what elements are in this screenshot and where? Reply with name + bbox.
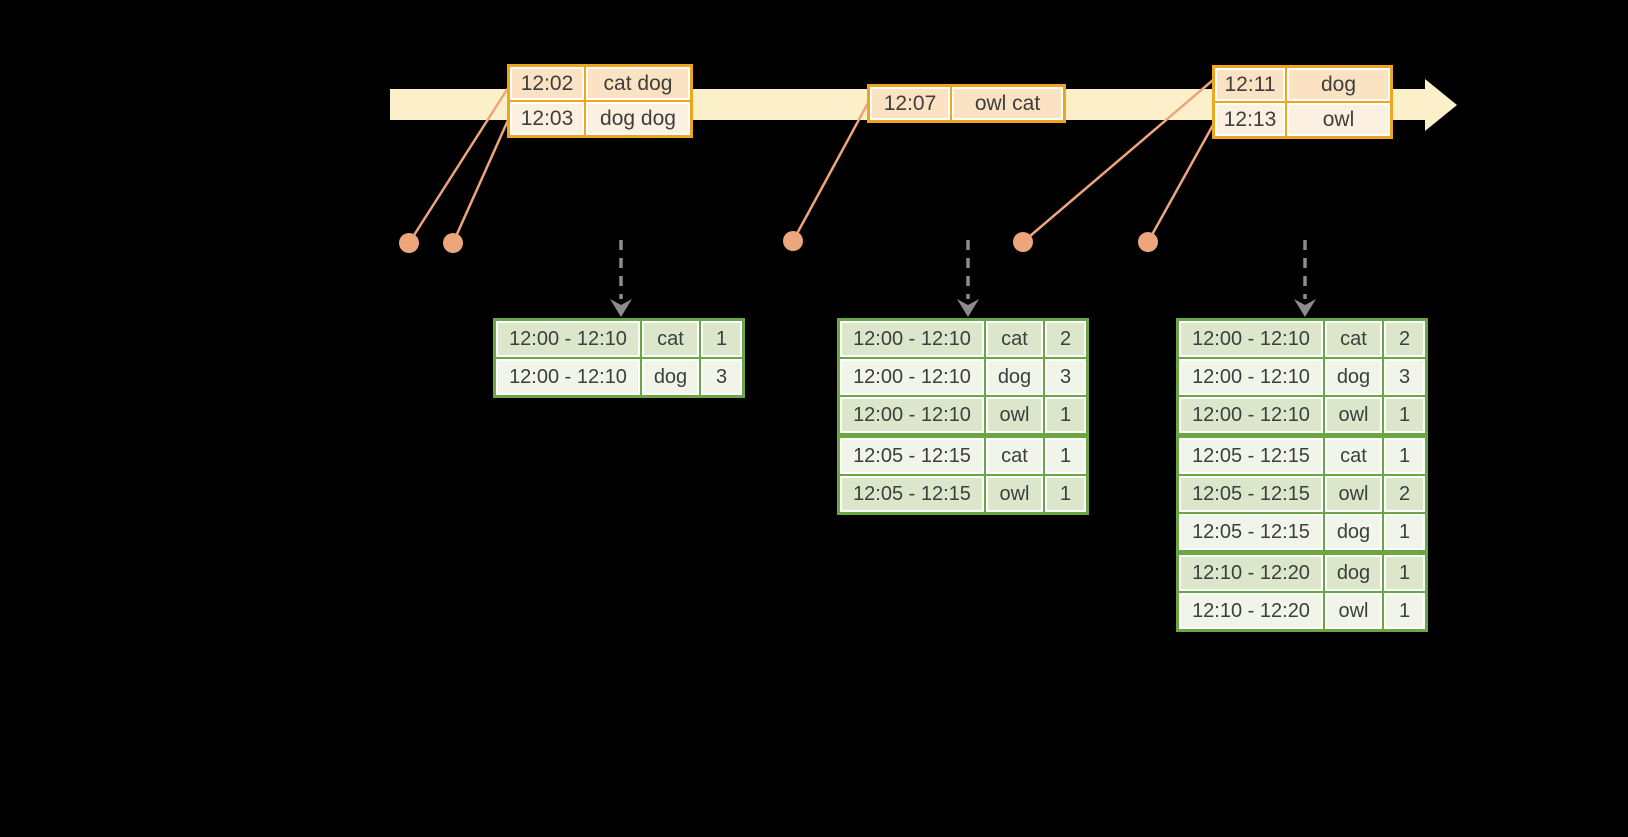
trigger-arrow-icon	[610, 240, 632, 317]
table-cell: cat	[1323, 318, 1384, 359]
event-table-1: 12:02 cat dog 12:03 dog dog	[507, 64, 693, 138]
table-cell: cat	[984, 318, 1045, 359]
event-time-cell: 12:11	[1212, 65, 1287, 103]
table-cell: dog	[1323, 512, 1384, 554]
trigger-arrow-icon	[957, 240, 979, 317]
table-row: 12:11 dog	[1212, 65, 1393, 103]
table-cell: 2	[1043, 318, 1089, 359]
table-cell: cat	[640, 318, 701, 359]
event-time-cell: 12:02	[507, 64, 586, 102]
trigger-arrows	[610, 240, 1316, 317]
event-dot	[1138, 232, 1158, 252]
table-cell: 12:05 - 12:15	[1176, 433, 1325, 476]
table-cell: owl	[1323, 395, 1384, 437]
table-cell: 1	[1382, 512, 1428, 554]
table-row: 12:03 dog dog	[507, 100, 693, 138]
table-cell: 1	[1043, 395, 1089, 437]
table-cell: 3	[699, 357, 745, 398]
table-cell: owl	[1323, 591, 1384, 632]
table-cell: cat	[984, 433, 1045, 476]
event-words-cell: owl cat	[950, 84, 1066, 123]
table-cell: 1	[1043, 474, 1089, 515]
event-time-cell: 12:13	[1212, 101, 1287, 139]
table-cell: 1	[1382, 395, 1428, 437]
event-words-cell: dog	[1285, 65, 1393, 103]
table-cell: dog	[640, 357, 701, 398]
trigger-arrow-icon	[1294, 240, 1316, 317]
event-time-cell: 12:03	[507, 100, 586, 138]
table-cell: 12:00 - 12:10	[493, 357, 642, 398]
event-table-2: 12:07 owl cat	[867, 84, 1066, 123]
table-cell: 1	[1382, 433, 1428, 476]
event-connector-line	[1146, 124, 1215, 243]
table-cell: dog	[1323, 550, 1384, 593]
table-row: 12:02 cat dog	[507, 64, 693, 102]
event-words-cell: owl	[1285, 101, 1393, 139]
table-cell: 12:05 - 12:15	[837, 433, 986, 476]
table-cell: 1	[1382, 591, 1428, 632]
table-cell: 12:00 - 12:10	[1176, 395, 1325, 437]
table-cell: 12:00 - 12:10	[1176, 318, 1325, 359]
table-cell: 12:10 - 12:20	[1176, 591, 1325, 632]
table-cell: 12:00 - 12:10	[493, 318, 642, 359]
event-table-3: 12:11 dog 12:13 owl	[1212, 65, 1393, 139]
table-cell: dog	[1323, 357, 1384, 397]
table-cell: owl	[1323, 474, 1384, 514]
table-cell: dog	[984, 357, 1045, 397]
table-cell: 12:00 - 12:10	[1176, 357, 1325, 397]
table-cell: 1	[1382, 550, 1428, 593]
table-cell: 2	[1382, 474, 1428, 514]
event-connector-line	[451, 117, 511, 244]
table-cell: 12:05 - 12:15	[1176, 474, 1325, 514]
table-cell: 12:10 - 12:20	[1176, 550, 1325, 593]
table-cell: 3	[1382, 357, 1428, 397]
table-cell: 1	[699, 318, 745, 359]
event-dot	[399, 233, 419, 253]
table-cell: cat	[1323, 433, 1384, 476]
event-dot	[443, 233, 463, 253]
event-connector-line	[1022, 79, 1214, 243]
table-cell: 12:00 - 12:10	[837, 395, 986, 437]
table-cell: 12:05 - 12:15	[837, 474, 986, 515]
table-cell: 1	[1043, 433, 1089, 476]
table-row: 12:13 owl	[1212, 101, 1393, 139]
event-connector-line	[407, 87, 510, 244]
event-dot	[1013, 232, 1033, 252]
table-cell: 3	[1043, 357, 1089, 397]
table-cell: 2	[1382, 318, 1428, 359]
event-time-cell: 12:07	[867, 84, 952, 123]
table-cell: owl	[984, 395, 1045, 437]
event-dot	[783, 231, 803, 251]
table-cell: 12:00 - 12:10	[837, 318, 986, 359]
event-connectors	[407, 79, 1215, 244]
table-cell: 12:00 - 12:10	[837, 357, 986, 397]
table-cell: owl	[984, 474, 1045, 515]
event-connector-line	[791, 102, 870, 242]
table-cell: 12:05 - 12:15	[1176, 512, 1325, 554]
event-dots	[399, 231, 1158, 253]
table-row: 12:07 owl cat	[867, 84, 1066, 123]
timeline-arrowhead-icon	[1425, 79, 1457, 131]
event-words-cell: cat dog	[584, 64, 693, 102]
event-words-cell: dog dog	[584, 100, 693, 138]
